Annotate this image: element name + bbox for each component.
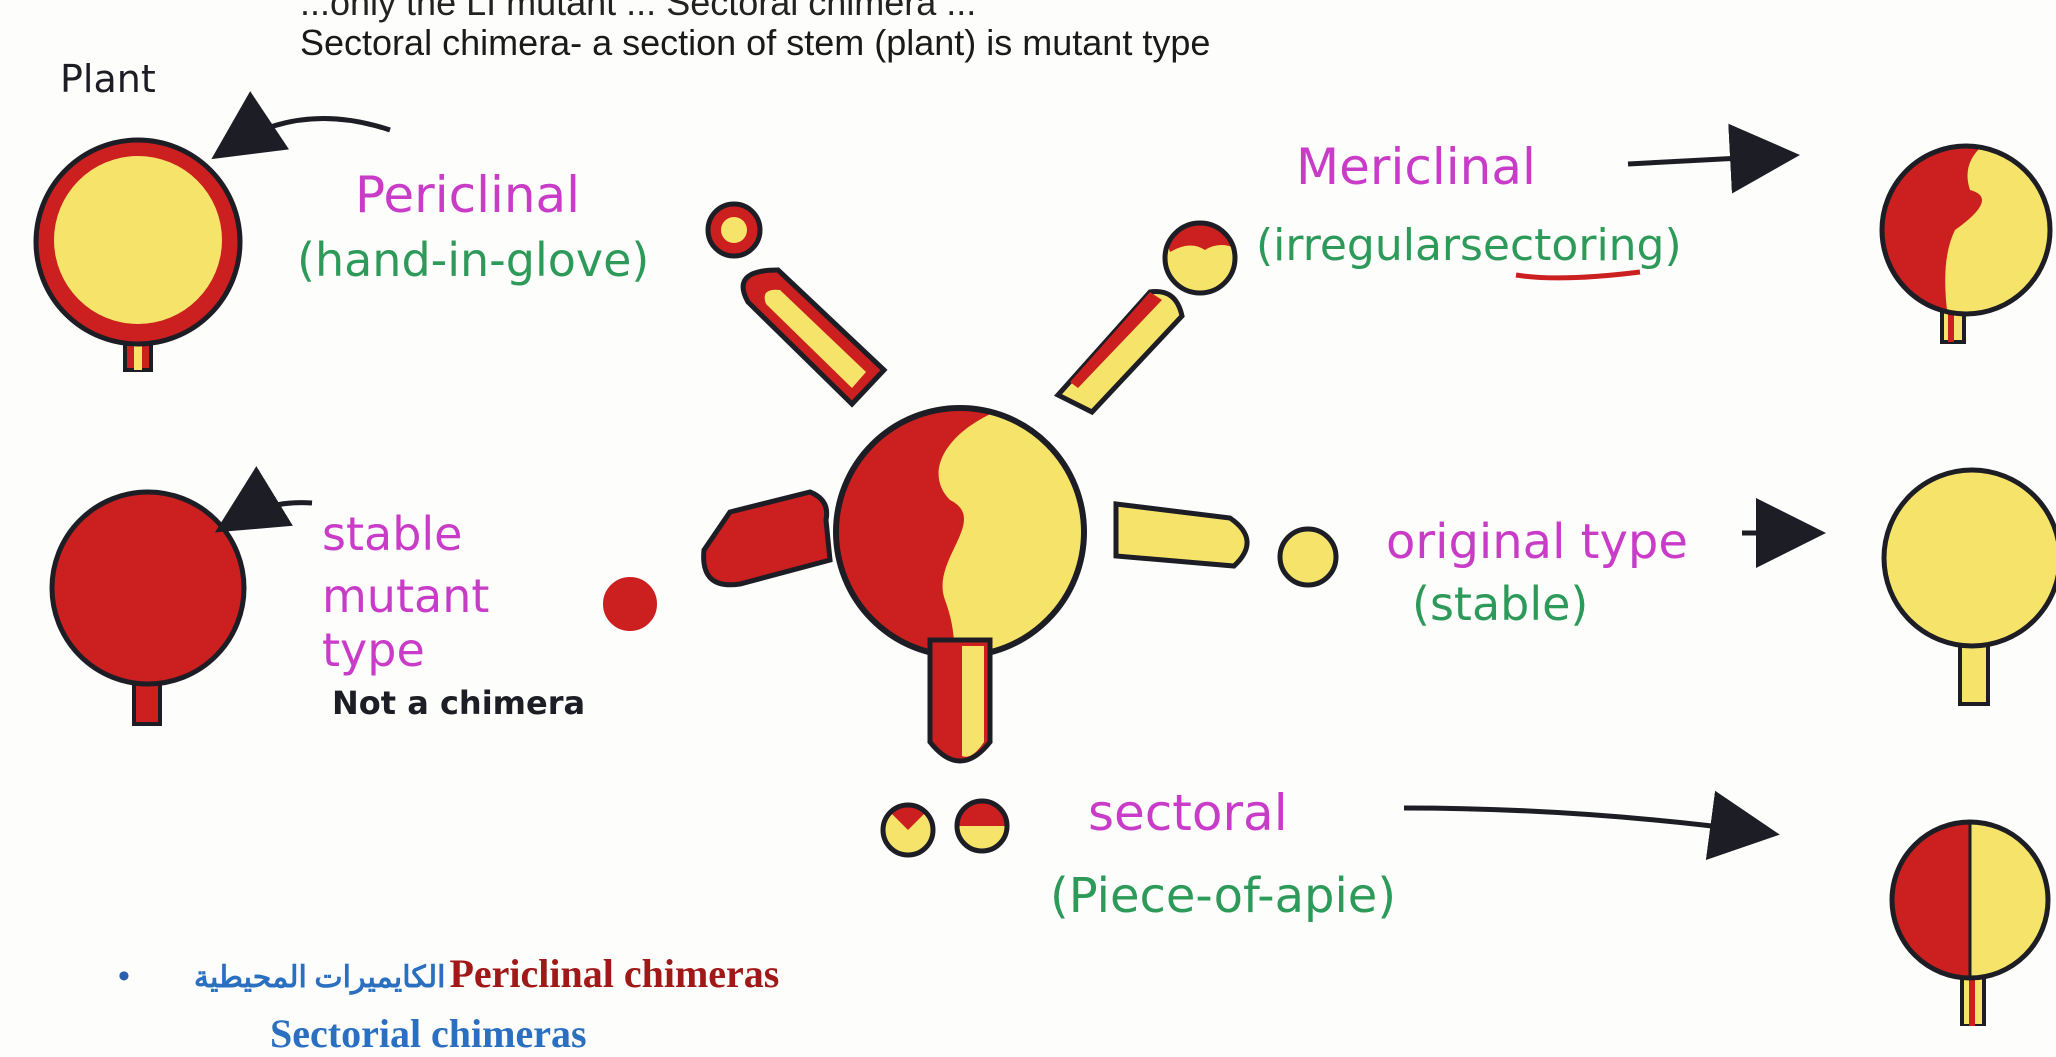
bullet-periclinal: • الكايميرات المحيطية Periclinal chimera… [118, 950, 779, 997]
stable-label: stable [322, 507, 462, 561]
mericlinal-shoot [1058, 222, 1240, 412]
sectoral-sublabel: (Piece-of-apie) [1050, 868, 1396, 924]
next-line-partial: Sectorial chimeras [270, 1010, 587, 1057]
original-shoot [1116, 504, 1336, 585]
sectoral-shoot [882, 640, 1009, 855]
sectoral-plant [1890, 820, 2048, 1026]
mutant-label: mutant [322, 569, 489, 623]
mericlinal-label: Mericlinal [1296, 138, 1536, 196]
arabic-term: الكايميرات المحيطية [194, 961, 446, 994]
sectoral-label: sectoral [1088, 784, 1288, 842]
original-type-label: original type [1386, 514, 1688, 570]
bullet-dot: • [118, 958, 130, 995]
not-chimera-label: Not a chimera [332, 684, 585, 722]
arrow-to-plant [228, 118, 390, 148]
plant-label: Plant [60, 57, 156, 101]
original-plant [1884, 470, 2056, 704]
mutant-shoot [604, 492, 830, 630]
periclinal-sublabel: (hand-in-glove) [297, 233, 649, 287]
mericlinal-plant [1880, 140, 2050, 342]
periclinal-label: Periclinal [355, 166, 580, 224]
original-sublabel: (stable) [1412, 577, 1588, 631]
type-label: type [322, 623, 425, 677]
periclinal-plant [36, 140, 240, 370]
mericlinal-underline [1516, 272, 1640, 278]
periclinal-shoot [708, 204, 884, 404]
arrow-to-sectoral [1404, 808, 1760, 832]
periclinal-chimeras-term: Periclinal chimeras [449, 951, 779, 996]
chimera-diagram: Plant Periclinal (hand-in-glove) [0, 0, 2056, 1026]
mutant-plant [52, 492, 244, 724]
arrow-to-mutant [232, 503, 312, 522]
mericlinal-sublabel: (irregularsectoring) [1256, 220, 1682, 271]
arrow-to-mericlinal [1628, 156, 1780, 164]
